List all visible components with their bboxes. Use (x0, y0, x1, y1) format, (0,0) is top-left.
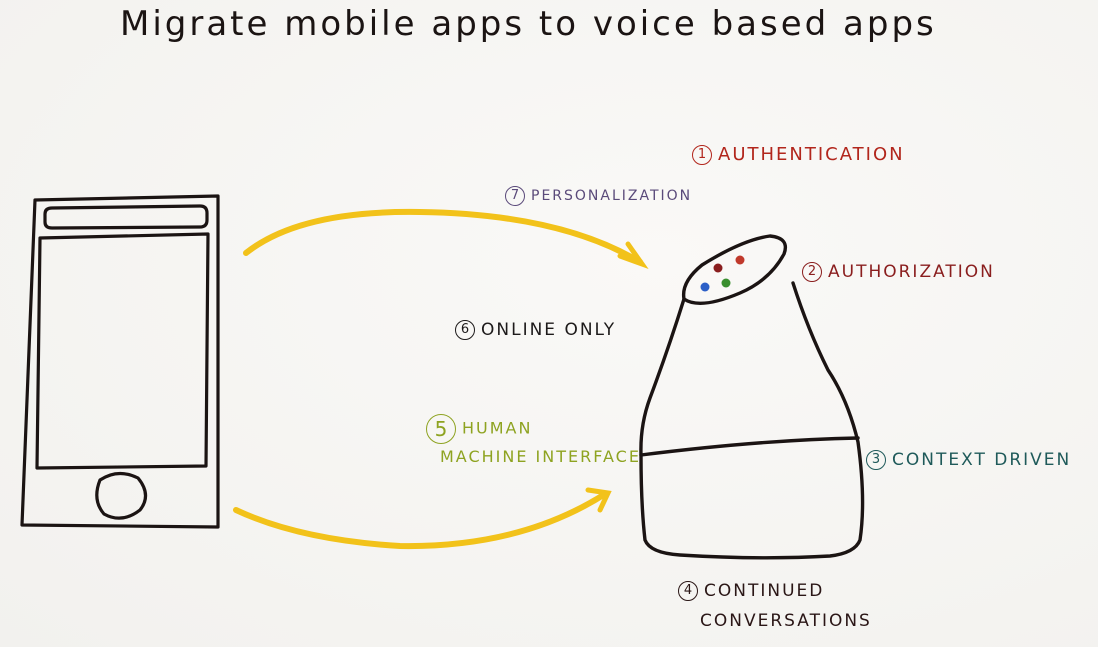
label-context-driven: 3 CONTEXT DRIVEN (866, 450, 1071, 470)
bottom-arrow-icon (233, 487, 612, 550)
top-arrow-icon (243, 208, 649, 270)
label-text: CONTEXT DRIVEN (892, 450, 1072, 470)
label-text: CONVERSATIONS (700, 611, 872, 631)
light-green (721, 278, 731, 288)
page-title: Migrate mobile apps to voice based apps (120, 4, 937, 44)
light-maroon (713, 263, 723, 273)
label-personalization: 7 PERSONALIZATION (505, 186, 692, 206)
number-badge: 4 (678, 581, 698, 601)
label-text: PERSONALIZATION (531, 188, 693, 204)
light-red (735, 255, 745, 265)
number-badge: 5 (426, 414, 456, 444)
label-text: CONTINUED (704, 581, 825, 601)
number-badge: 7 (505, 186, 525, 206)
light-blue (700, 282, 710, 292)
label-text: ONLINE ONLY (481, 320, 617, 340)
number-badge: 1 (692, 145, 712, 165)
speaker-lights (700, 255, 745, 292)
label-authorization: 2 AUTHORIZATION (802, 262, 995, 282)
number-badge: 2 (802, 262, 822, 282)
voice-speaker-icon (639, 234, 865, 560)
smartphone-icon (20, 194, 220, 529)
label-text: HUMAN (462, 418, 533, 438)
label-text: MACHINE INTERFACE (440, 447, 641, 466)
number-badge: 6 (455, 320, 475, 340)
number-badge: 3 (866, 450, 886, 470)
label-text: AUTHENTICATION (718, 144, 905, 165)
label-text: AUTHORIZATION (828, 262, 995, 282)
label-human-machine-interface: 5 HUMAN MACHINE INTERFACE (426, 414, 641, 470)
label-authentication: 1 AUTHENTICATION (692, 144, 905, 165)
label-continued-conversations: 4 CONTINUED CONVERSATIONS (678, 576, 872, 636)
label-online-only: 6 ONLINE ONLY (455, 320, 616, 340)
